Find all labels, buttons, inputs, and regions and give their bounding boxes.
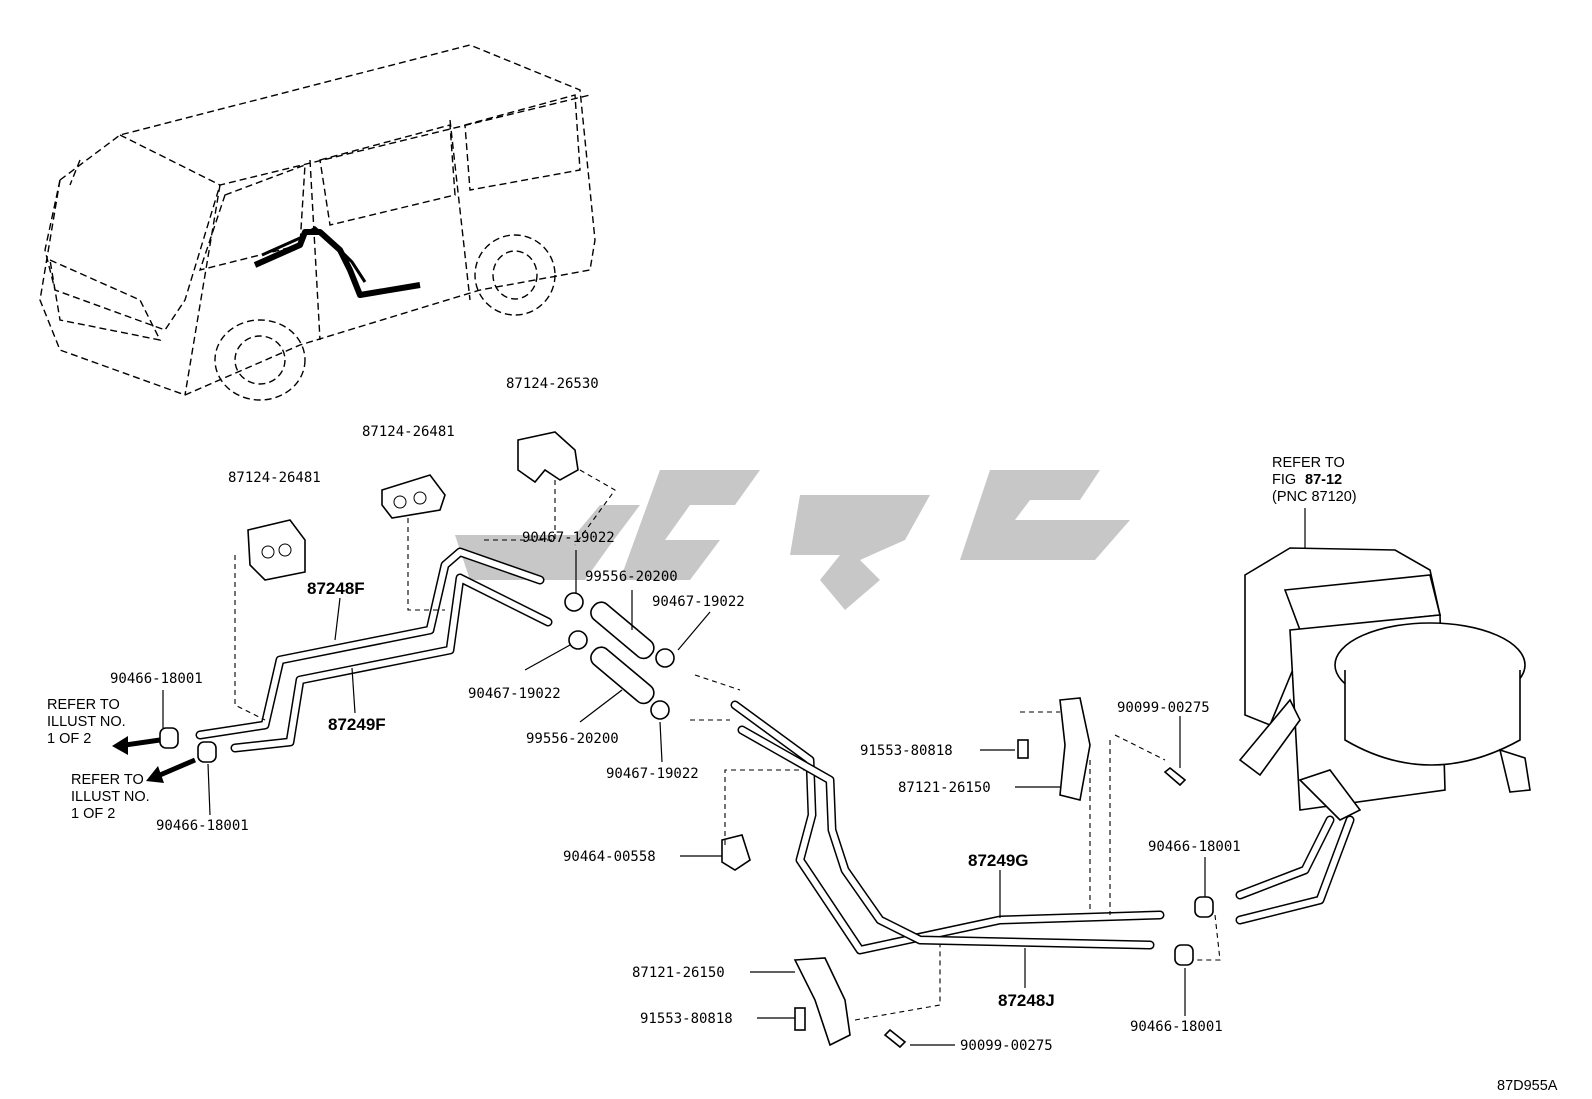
label-91553-80818-b: 91553-80818 [640, 1011, 733, 1027]
bolts-screws [794, 739, 1187, 1049]
brackets-87121-26150 [793, 697, 1091, 1047]
hose-99556-20200 [590, 601, 655, 705]
label-90099-00275-a: 90099-00275 [1117, 700, 1210, 716]
heater-unit [1235, 547, 1531, 925]
svg-text:REFER TO: REFER TO [1272, 455, 1345, 471]
label-90466-18001-r1: 90466-18001 [1148, 839, 1241, 855]
label-87124-26481-a: 87124-26481 [228, 470, 321, 486]
label-87249g: 87249G [968, 851, 1029, 870]
label-90466-18001-l2: 90466-18001 [156, 818, 249, 834]
svg-text:ILLUST NO.: ILLUST NO. [47, 714, 126, 730]
label-87124-26481-b: 87124-26481 [362, 424, 455, 440]
label-90099-00275-b: 90099-00275 [960, 1038, 1053, 1054]
label-90464-00558: 90464-00558 [563, 849, 656, 865]
svg-text:1 OF 2: 1 OF 2 [71, 806, 115, 822]
label-90467-19022-d: 90467-19022 [606, 766, 699, 782]
label-99556-20200-b: 99556-20200 [526, 731, 619, 747]
svg-text:FIG: FIG [1272, 472, 1296, 488]
reference-dashed-lines [234, 469, 1221, 1021]
refer-note-1: REFER TO ILLUST NO. 1 OF 2 [47, 697, 126, 747]
refer-note-2: REFER TO ILLUST NO. 1 OF 2 [71, 772, 150, 822]
svg-text:(PNC 87120): (PNC 87120) [1272, 489, 1357, 505]
svg-text:REFER TO: REFER TO [71, 772, 144, 788]
svg-text:REFER TO: REFER TO [47, 697, 120, 713]
refer-note-fig: REFER TO FIG 87-12 (PNC 87120) [1272, 455, 1357, 505]
part-labels: 87124-26481 87124-26481 87124-26530 8724… [110, 376, 1241, 1054]
label-87124-26530: 87124-26530 [506, 376, 599, 392]
label-87121-26150-b: 87121-26150 [632, 965, 725, 981]
label-90466-18001-r2: 90466-18001 [1130, 1019, 1223, 1035]
leader-lines [162, 508, 1306, 1046]
watermark-logo [455, 470, 1130, 610]
label-90466-18001-l1: 90466-18001 [110, 671, 203, 687]
label-87248j: 87248J [998, 991, 1055, 1010]
label-87248f: 87248F [307, 579, 365, 598]
label-90467-19022-c: 90467-19022 [468, 686, 561, 702]
label-90467-19022-b: 90467-19022 [652, 594, 745, 610]
svg-text:ILLUST NO.: ILLUST NO. [71, 789, 150, 805]
figure-code: 87D955A [1497, 1078, 1558, 1094]
refer-arrows [112, 736, 196, 783]
label-90467-19022-a: 90467-19022 [522, 530, 615, 546]
label-99556-20200-a: 99556-20200 [585, 569, 678, 585]
pipe-87248f-87249f [195, 547, 553, 753]
label-91553-80818-a: 91553-80818 [860, 743, 953, 759]
hose-clamps [159, 592, 1214, 966]
svg-text:1 OF 2: 1 OF 2 [47, 731, 91, 747]
svg-text:87-12: 87-12 [1305, 472, 1342, 488]
van-illustration [39, 44, 596, 401]
pipe-87249g-87248j [730, 700, 1165, 955]
pipe-clamp-blocks [247, 431, 579, 581]
label-87249f: 87249F [328, 715, 386, 734]
label-87121-26150-a: 87121-26150 [898, 780, 991, 796]
